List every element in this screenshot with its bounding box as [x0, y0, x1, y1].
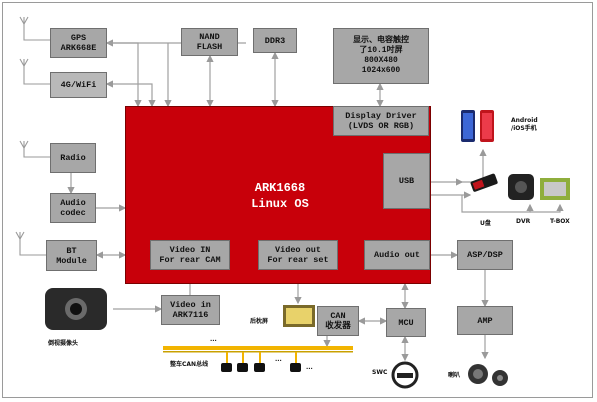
video-in-block: Video IN For rear CAM: [150, 240, 230, 270]
processor-name: ARK1668: [254, 181, 306, 195]
bt-module-block: BT Module: [46, 240, 97, 271]
bus-ellipsis-1: ...: [210, 336, 217, 343]
tbox-label: T-BOX: [550, 218, 570, 225]
phone-label: Android /iOS手机: [511, 117, 538, 132]
diagram-frame: [2, 2, 593, 398]
can-bus-label: 整车CAN总线: [170, 361, 209, 368]
radio-block: Radio: [50, 143, 96, 173]
audio-out-block: Audio out: [364, 240, 430, 270]
can-transceiver-block: CAN 收发器: [317, 306, 359, 336]
bus-ellipsis-3: ...: [306, 364, 313, 371]
asp-dsp-block: ASP/DSP: [457, 240, 513, 270]
swc-label: SWC: [372, 369, 388, 376]
wifi-block: 4G/WiFi: [50, 72, 107, 98]
dvr-label: DVR: [516, 218, 531, 225]
amp-block: AMP: [457, 306, 513, 335]
display-block: 显示、电容触控 了10.1吋屏 800X480 1024x600: [333, 28, 429, 84]
speaker-label: 喇叭: [448, 372, 461, 379]
display-driver-block: Display Driver (LVDS OR RGB): [333, 106, 429, 136]
audio-codec-block: Audio codec: [50, 193, 96, 223]
mcu-block: MCU: [386, 308, 426, 337]
rear-camera-label: 倒视摄像头: [48, 340, 79, 347]
usb-block: USB: [383, 153, 430, 209]
video-out-block: Video out For rear set: [258, 240, 338, 270]
processor-label: ARK1668 Linux OS: [225, 180, 335, 212]
bus-ellipsis-2: ...: [275, 356, 282, 363]
udisk-label: U盘: [480, 220, 491, 227]
ddr3-block: DDR3: [253, 28, 297, 53]
rear-screen-label: 后枕屏: [250, 318, 269, 325]
gps-block: GPS ARK668E: [50, 28, 107, 58]
nand-flash-block: NAND FLASH: [181, 28, 238, 56]
video-in-chip-block: Video in ARK7116: [161, 295, 220, 325]
processor-os: Linux OS: [251, 197, 309, 211]
